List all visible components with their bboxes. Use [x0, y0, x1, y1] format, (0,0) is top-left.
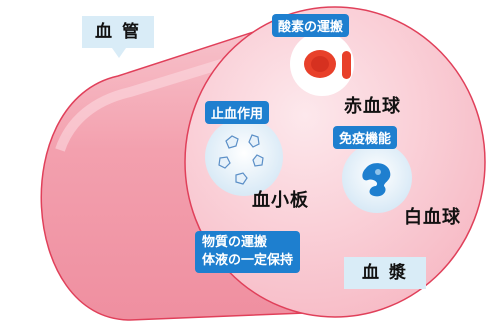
plasma-function-tag: 物質の運搬 体液の一定保持 — [195, 231, 301, 273]
vessel-label: 血 管 — [82, 16, 154, 48]
immunity-tag: 免疫機能 — [333, 126, 398, 149]
plasma-function-line-2: 体液の一定保持 — [202, 253, 294, 268]
vessel-highlight — [55, 35, 302, 152]
vessel-callout-pointer — [112, 48, 126, 58]
oxygen-transport-tag: 酸素の運搬 — [272, 14, 350, 37]
red-blood-cell-label: 赤血球 — [344, 96, 401, 117]
platelet-icon — [205, 118, 283, 196]
hemostasis-tag: 止血作用 — [205, 101, 270, 124]
white-blood-cell-label: 白血球 — [404, 207, 461, 228]
platelet-label: 血小板 — [252, 190, 309, 211]
plasma-label: 血 漿 — [344, 257, 426, 289]
plasma-function-line-1: 物質の運搬 — [202, 235, 268, 250]
